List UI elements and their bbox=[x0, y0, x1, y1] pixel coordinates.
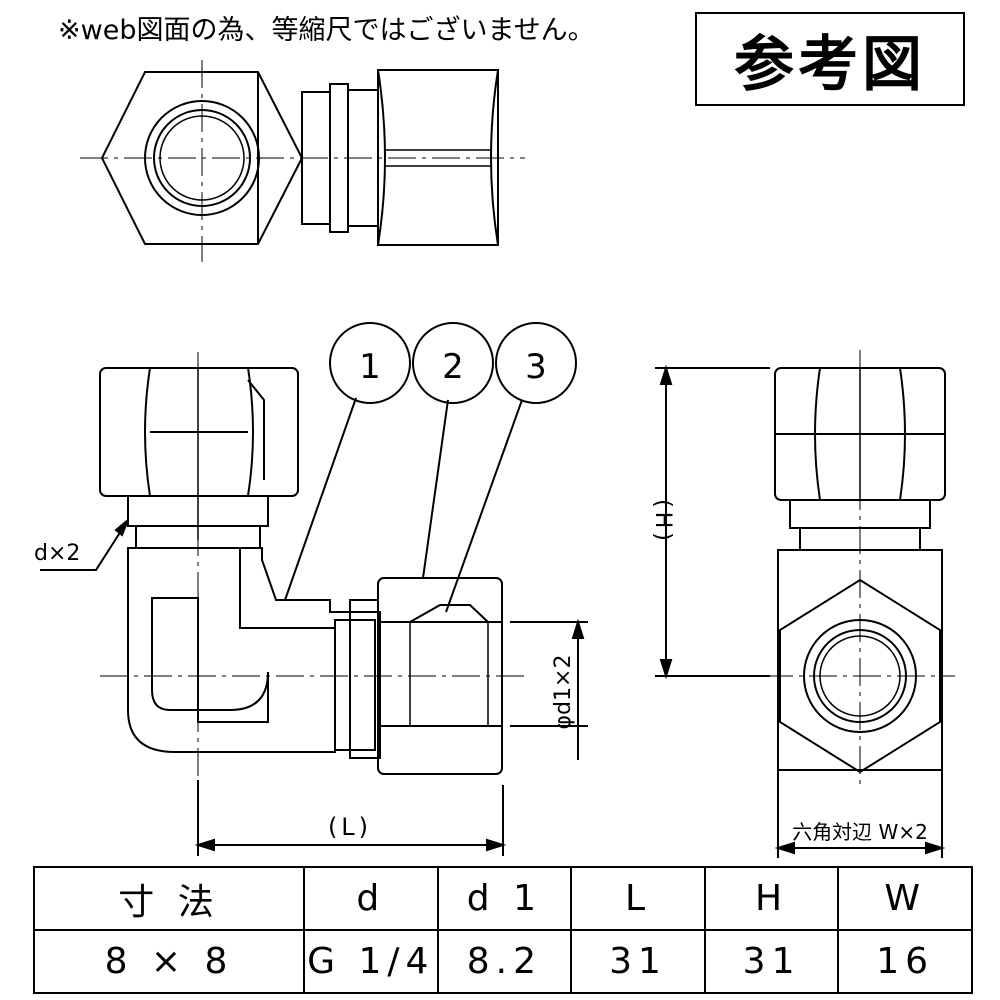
dimension-W bbox=[774, 770, 946, 858]
table-cell: 31 bbox=[570, 929, 706, 994]
table-row: 8 × 8 G 1/4 8.2 31 31 16 bbox=[33, 929, 973, 994]
side-view bbox=[765, 350, 955, 790]
technical-drawing: 1 2 3 d×2 (L) φd1×2 (H) 六角対辺 W×2 bbox=[34, 60, 955, 858]
callout-leaders bbox=[284, 397, 523, 613]
front-view bbox=[99, 352, 525, 780]
table-header-cell: d 1 bbox=[436, 866, 573, 931]
dimension-d1 bbox=[510, 618, 588, 760]
callout-balloons bbox=[329, 322, 577, 404]
dimension-d1-label: φd1×2 bbox=[551, 655, 576, 730]
disclaimer-note: ※web図面の為、等縮尺ではございません。 bbox=[58, 15, 595, 46]
reference-drawing-label: 参考図 bbox=[695, 12, 965, 106]
table-header-cell: d bbox=[303, 866, 439, 931]
table-header-cell: H bbox=[703, 866, 840, 931]
dimension-L bbox=[194, 780, 507, 856]
table-cell: 8.2 bbox=[436, 929, 573, 994]
dimension-W-label: 六角対辺 W×2 bbox=[792, 820, 928, 844]
table-cell: 16 bbox=[837, 929, 973, 994]
table-header-row: 寸 法 d d 1 L H W bbox=[33, 866, 973, 931]
dimension-table: 寸 法 d d 1 L H W 8 × 8 G 1/4 8.2 31 31 16 bbox=[33, 866, 973, 994]
table-cell: G 1/4 bbox=[303, 929, 439, 994]
table-header-cell: 寸 法 bbox=[33, 866, 305, 931]
elbow-body bbox=[127, 547, 336, 753]
dimension-d bbox=[40, 519, 129, 571]
table-header-cell: W bbox=[837, 866, 973, 931]
callout-3-label: 3 bbox=[525, 347, 547, 387]
top-view bbox=[80, 60, 525, 262]
table-header-cell: L bbox=[570, 866, 706, 931]
callout-1 bbox=[329, 322, 411, 404]
callout-2 bbox=[412, 322, 494, 404]
right-nut bbox=[377, 577, 503, 775]
dimension-L-label: (L) bbox=[328, 813, 372, 841]
dimension-d-label: d×2 bbox=[34, 541, 80, 566]
table-cell: 8 × 8 bbox=[33, 929, 305, 994]
callout-1-label: 1 bbox=[359, 347, 381, 387]
callout-2-label: 2 bbox=[442, 347, 464, 387]
callout-3 bbox=[495, 322, 577, 404]
dimension-H-label: (H) bbox=[650, 499, 675, 545]
table-cell: 31 bbox=[703, 929, 840, 994]
dimension-H bbox=[655, 364, 770, 680]
